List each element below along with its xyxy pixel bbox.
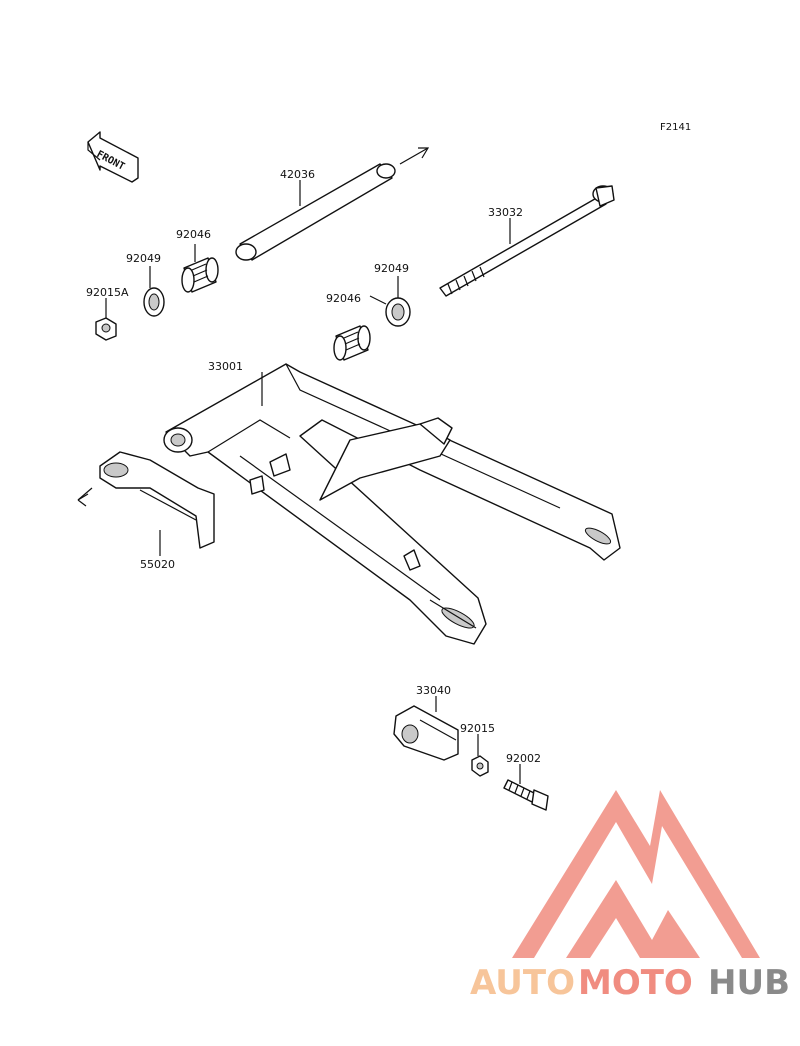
adjuster-nut-part xyxy=(471,755,489,777)
label-92049-a: 92049 xyxy=(126,252,161,265)
label-92015a: 92015A xyxy=(86,286,129,299)
oil-seal-left-part xyxy=(143,287,165,317)
watermark-text: AUTO MOTO HUB xyxy=(470,963,790,1003)
leader-92046-b xyxy=(369,295,387,305)
label-92015: 92015 xyxy=(460,722,495,735)
pivot-shaft-part xyxy=(439,185,615,297)
needle-bearing-left-part xyxy=(181,257,219,293)
watermark-hub: HUB xyxy=(708,963,790,1003)
watermark-triangle-icon xyxy=(512,790,760,958)
watermark-moto: MOTO xyxy=(578,963,693,1003)
label-33001: 33001 xyxy=(208,360,243,373)
label-33040: 33040 xyxy=(416,684,451,697)
front-arrow-icon: FRONT xyxy=(87,131,139,183)
label-92046-b: 92046 xyxy=(326,292,361,305)
label-33032: 33032 xyxy=(488,206,523,219)
diagram-ref-code: F2141 xyxy=(660,122,691,133)
watermark-auto: AUTO xyxy=(470,963,575,1003)
needle-bearing-right-part xyxy=(333,325,371,361)
pivot-nut-part xyxy=(95,317,117,341)
label-92002: 92002 xyxy=(506,752,541,765)
label-92046-a: 92046 xyxy=(176,228,211,241)
label-42036: 42036 xyxy=(280,168,315,181)
adjuster-bolt-part xyxy=(503,779,549,811)
label-92049-b: 92049 xyxy=(374,262,409,275)
watermark-logo xyxy=(512,790,760,958)
oil-seal-right-part xyxy=(385,297,411,327)
swing-arm-part xyxy=(163,363,621,645)
pivot-sleeve-part xyxy=(235,147,430,261)
label-55020: 55020 xyxy=(140,558,175,571)
chain-guard-part xyxy=(77,451,215,549)
chain-adjuster-part xyxy=(393,705,459,761)
